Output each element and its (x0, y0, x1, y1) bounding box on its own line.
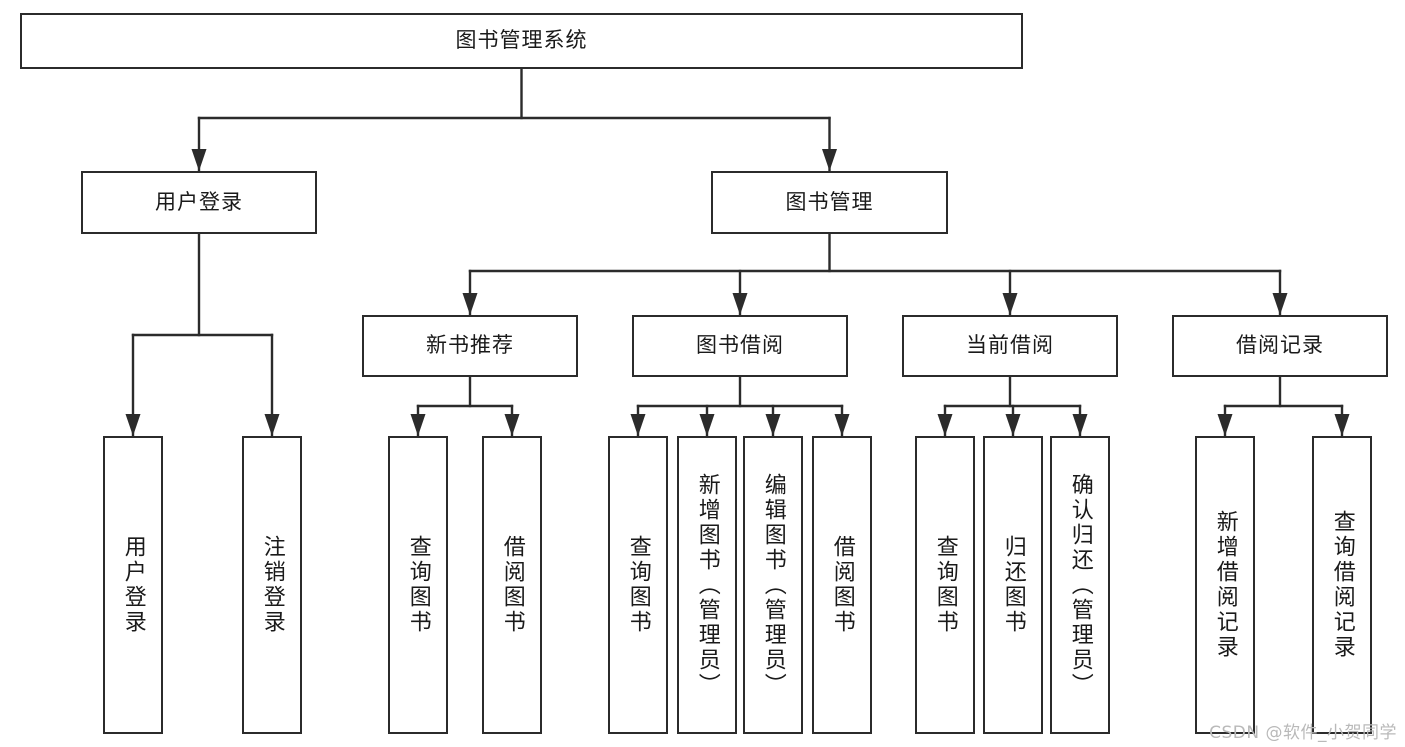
node-leaf-5[interactable]: 查询图书 (608, 436, 668, 734)
node-leaf-8[interactable]: 借阅图书 (812, 436, 872, 734)
node-leaf-1[interactable]: 用户登录 (103, 436, 163, 734)
arrow-head-leaf-2 (264, 414, 280, 436)
node-label: 查询借阅记录 (1329, 510, 1355, 660)
arrow-head-leaf-7 (765, 414, 781, 436)
node-leaf-13[interactable]: 查询借阅记录 (1312, 436, 1372, 734)
node-label: 新增图书（管理员） (694, 472, 720, 698)
node-leaf-7[interactable]: 编辑图书（管理员） (743, 436, 803, 734)
node-label: 借阅图书 (499, 535, 525, 635)
node-label: 图书管理 (785, 189, 874, 214)
node-label: 当前借阅 (966, 333, 1054, 358)
node-label: 图书借阅 (696, 333, 784, 358)
node-leaf-12[interactable]: 新增借阅记录 (1195, 436, 1255, 734)
node-records[interactable]: 借阅记录 (1172, 315, 1388, 377)
node-borrow[interactable]: 图书借阅 (632, 315, 848, 377)
node-label: 用户登录 (120, 535, 146, 635)
arrow-head-newbook (462, 293, 478, 315)
node-label: 归还图书 (1000, 535, 1026, 635)
arrow-head-leaf-4 (504, 414, 520, 436)
node-label: 用户登录 (155, 189, 243, 214)
node-label: 新增借阅记录 (1212, 510, 1238, 660)
node-leaf-3[interactable]: 查询图书 (388, 436, 448, 734)
arrow-head-current (1002, 293, 1018, 315)
node-label: 图书管理系统 (455, 28, 588, 53)
arrow-head-leaf-3 (410, 414, 426, 436)
arrow-head-leaf-10 (1005, 414, 1021, 436)
arrow-head-leaf-5 (630, 414, 646, 436)
arrow-head-leaf-8 (834, 414, 850, 436)
node-leaf-11[interactable]: 确认归还（管理员） (1050, 436, 1110, 734)
node-label: 查询图书 (932, 535, 958, 635)
node-label: 编辑图书（管理员） (760, 472, 786, 698)
node-label: 借阅记录 (1236, 333, 1324, 358)
node-leaf-2[interactable]: 注销登录 (242, 436, 302, 734)
node-login[interactable]: 用户登录 (81, 171, 317, 234)
arrow-head-records (1272, 293, 1288, 315)
node-current[interactable]: 当前借阅 (902, 315, 1118, 377)
arrow-head-leaf-13 (1334, 414, 1350, 436)
arrow-head-leaf-12 (1217, 414, 1233, 436)
arrow-head-leaf-1 (125, 414, 141, 436)
node-label: 查询图书 (405, 535, 431, 635)
arrow-head-login (191, 149, 207, 171)
node-label: 确认归还（管理员） (1067, 472, 1093, 698)
arrow-head-leaf-6 (699, 414, 715, 436)
node-leaf-9[interactable]: 查询图书 (915, 436, 975, 734)
arrow-head-leaf-11 (1072, 414, 1088, 436)
node-leaf-6[interactable]: 新增图书（管理员） (677, 436, 737, 734)
node-leaf-10[interactable]: 归还图书 (983, 436, 1043, 734)
node-bookmgmt[interactable]: 图书管理 (711, 171, 948, 234)
node-label: 查询图书 (625, 535, 651, 635)
node-newbook[interactable]: 新书推荐 (362, 315, 578, 377)
node-label: 借阅图书 (829, 535, 855, 635)
arrow-head-leaf-9 (937, 414, 953, 436)
watermark-text: CSDN @软件_小贺同学 (1209, 723, 1397, 743)
node-label: 新书推荐 (426, 333, 514, 358)
node-root[interactable]: 图书管理系统 (20, 13, 1023, 69)
node-label: 注销登录 (259, 535, 285, 635)
arrow-head-borrow (732, 293, 748, 315)
node-leaf-4[interactable]: 借阅图书 (482, 436, 542, 734)
arrow-head-bookmgmt (822, 149, 837, 171)
